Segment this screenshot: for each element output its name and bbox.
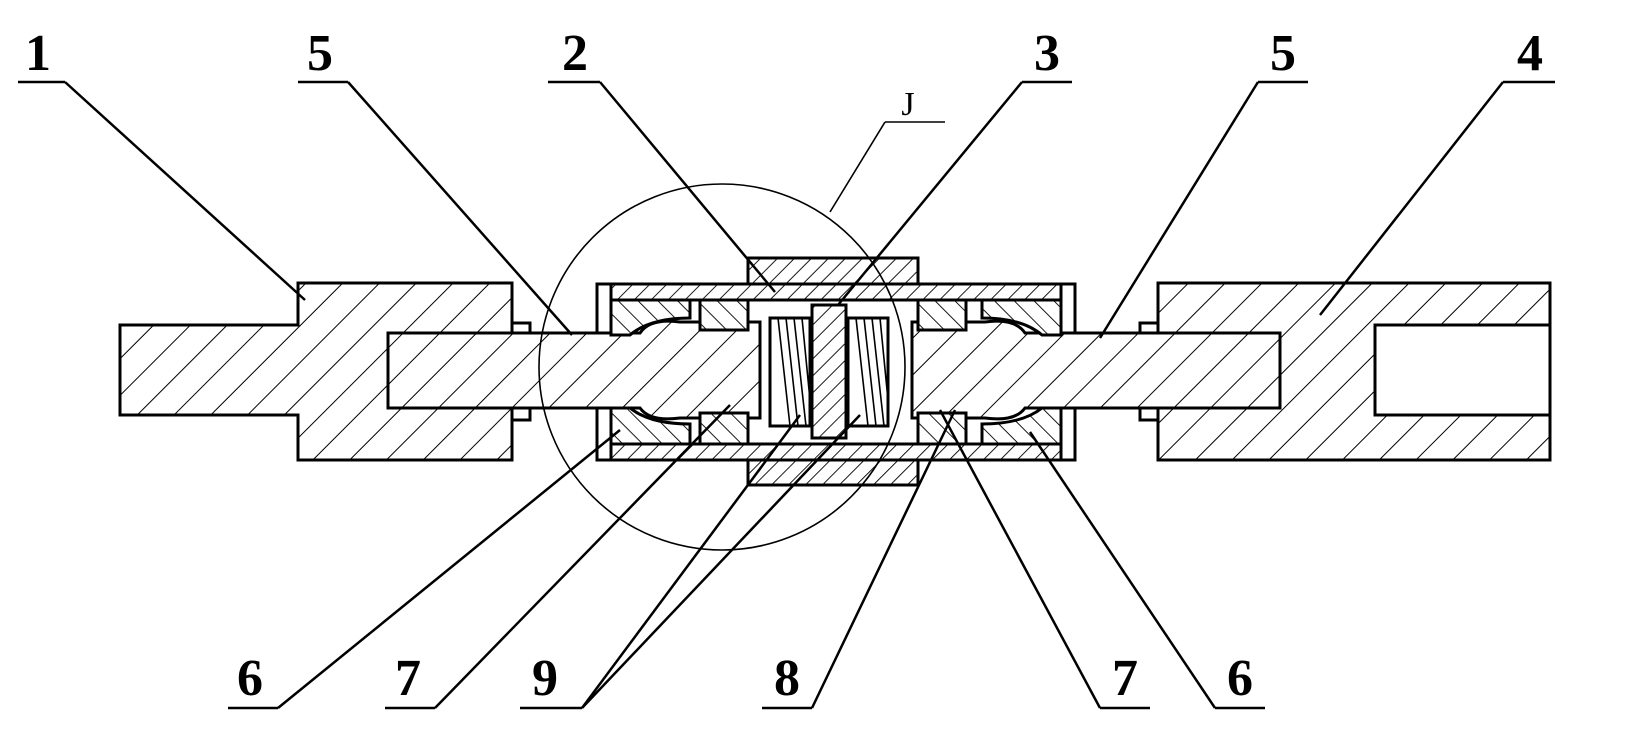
housing-bottom-wall	[595, 442, 1077, 462]
callout-bottom-9: 9	[520, 414, 861, 710]
part-6-left-seat-top	[609, 298, 692, 337]
part-5-right-shaft	[910, 319, 1282, 421]
callout-bottom-6-left: 6	[228, 429, 621, 710]
callout-top-4: 4	[1319, 25, 1555, 316]
svg-text:5: 5	[1270, 25, 1296, 82]
callout-bottom-8: 8	[762, 409, 957, 710]
detail-label-j: J	[901, 86, 914, 123]
svg-text:3: 3	[1034, 25, 1060, 82]
part-9-left-spring	[768, 316, 812, 428]
callout-top-5-right: 5	[1098, 25, 1308, 339]
svg-text:6: 6	[237, 650, 263, 707]
callout-top-5-left: 5	[298, 25, 573, 336]
part-9-right-spring	[846, 316, 890, 428]
callout-top-2: 2	[548, 25, 776, 293]
part-2-sleeve-top	[746, 256, 920, 286]
part-6-right-seat-top	[980, 298, 1063, 337]
svg-text:5: 5	[307, 25, 333, 82]
detail-circle-j	[538, 183, 906, 551]
housing-top-wall	[595, 282, 1077, 302]
part-7-left-ring-top	[698, 298, 750, 332]
detail-j-leader	[829, 121, 886, 213]
svg-text:2: 2	[562, 25, 588, 82]
part-6-left-seat-bottom	[609, 406, 692, 446]
part-1-left-fitting	[118, 281, 514, 462]
svg-text:6: 6	[1227, 650, 1253, 707]
part-6-right-seat-bottom	[980, 406, 1063, 446]
callout-bottom-7-left: 7	[385, 404, 731, 710]
svg-text:7: 7	[1112, 650, 1138, 707]
svg-text:1: 1	[25, 25, 51, 82]
part-3-core	[810, 303, 848, 440]
callout-top-3: 3	[837, 25, 1072, 306]
svg-text:4: 4	[1517, 25, 1543, 82]
svg-text:7: 7	[395, 650, 421, 707]
svg-text:9: 9	[532, 650, 558, 707]
callout-top-1: 1	[18, 25, 306, 301]
part-4-bore	[1373, 323, 1552, 417]
part-5-left-shaft	[386, 319, 762, 421]
callout-bottom-6-right: 6	[1028, 431, 1265, 710]
callout-bottom-7-right: 7	[938, 409, 1150, 710]
part-2-sleeve-bottom	[746, 458, 920, 487]
svg-text:8: 8	[774, 650, 800, 707]
part-7-right-ring-top	[916, 298, 968, 332]
